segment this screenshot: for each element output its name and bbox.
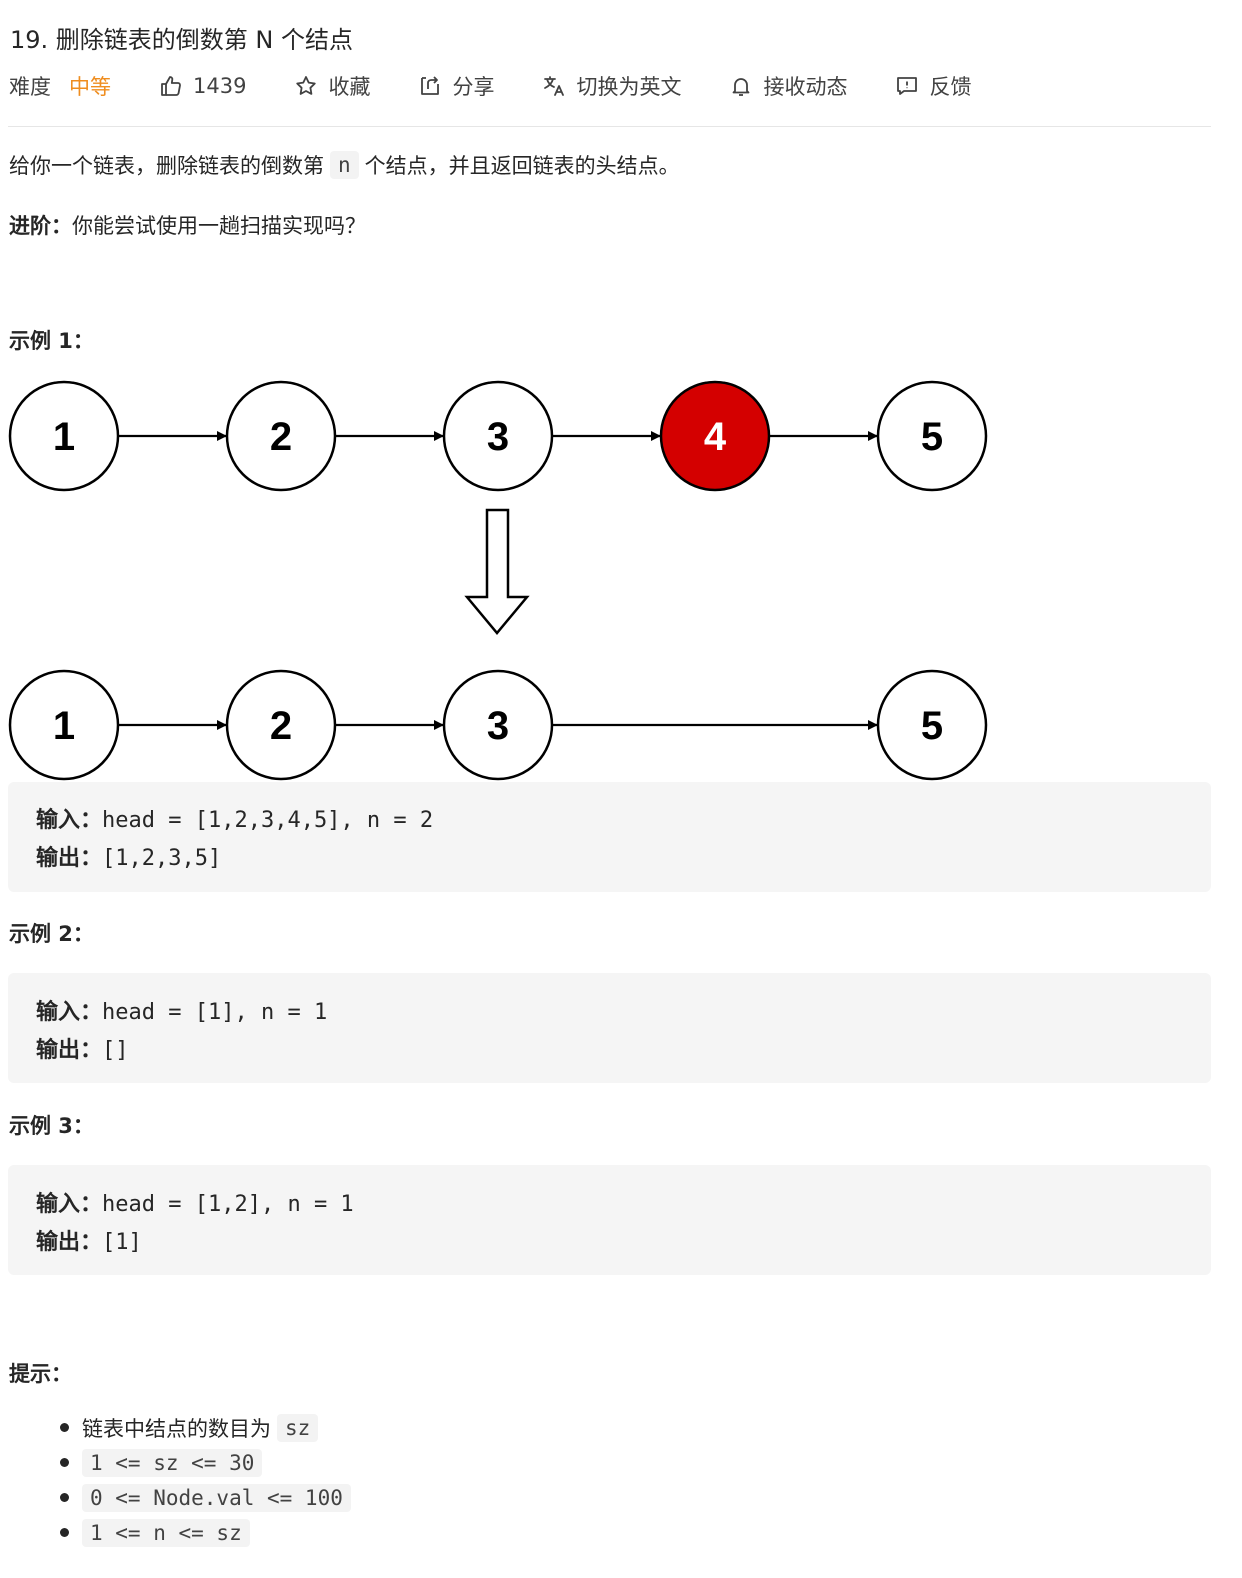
output-value: [1,2,3,5] <box>102 846 222 871</box>
share-label: 分享 <box>452 75 495 99</box>
favorite-label: 收藏 <box>328 75 371 99</box>
star-icon <box>296 76 317 95</box>
example-1-block: 输入：head = [1,2,3,4,5], n = 2 输出：[1,2,3,5… <box>8 782 1211 892</box>
difficulty-label: 难度 <box>9 75 51 99</box>
input-label: 输入： <box>36 1000 103 1025</box>
output-label: 输出： <box>36 846 103 871</box>
hint-item: 1 <= sz <= 30 <box>60 1445 357 1480</box>
output-value: [] <box>102 1038 129 1063</box>
problem-meta-bar: 难度 中等 1439 收藏 分享 切换为英文 接收动态 <box>9 70 1019 102</box>
node-after-3: 3 <box>442 669 554 781</box>
node-before-5: 5 <box>876 380 988 492</box>
example-3-input: 输入：head = [1,2], n = 1 <box>36 1186 354 1218</box>
output-label: 输出： <box>36 1230 103 1255</box>
svg-text:4: 4 <box>704 415 727 459</box>
difficulty-value: 中等 <box>69 75 111 99</box>
hint-code: 1 <= sz <= 30 <box>82 1448 263 1477</box>
svg-text:2: 2 <box>270 704 292 748</box>
bullet <box>60 1423 69 1432</box>
advance-label: 进阶： <box>9 214 72 238</box>
example-3-block: 输入：head = [1,2], n = 1 输出：[1] <box>8 1165 1211 1275</box>
example-1-title: 示例 1： <box>9 329 94 353</box>
share-icon <box>421 76 440 95</box>
feedback-button[interactable]: 反馈 <box>895 71 971 101</box>
difficulty: 难度 中等 <box>9 71 111 101</box>
node-before-2: 2 <box>225 380 337 492</box>
input-value: head = [1,2], n = 1 <box>102 1192 354 1217</box>
input-value: head = [1], n = 1 <box>102 1000 328 1025</box>
bullet <box>60 1528 69 1537</box>
node-before-4-removed: 4 <box>659 380 771 492</box>
header-divider <box>8 126 1211 127</box>
like-count: 1439 <box>193 74 247 98</box>
description: 给你一个链表，删除链表的倒数第 n 个结点，并且返回链表的头结点。 <box>9 150 680 180</box>
description-text-1: 给你一个链表，删除链表的倒数第 <box>9 154 324 178</box>
thumbs-up-icon <box>161 76 181 96</box>
node-before-3: 3 <box>442 380 554 492</box>
description-code-n: n <box>330 151 359 179</box>
hint-item: 链表中结点的数目为 sz <box>60 1410 357 1445</box>
bell-icon <box>733 78 750 96</box>
subscribe-label: 接收动态 <box>763 75 848 99</box>
hint-code: 0 <= Node.val <= 100 <box>82 1483 351 1512</box>
hint-code: 1 <= n <= sz <box>82 1518 250 1547</box>
svg-text:1: 1 <box>53 704 75 748</box>
translate-label: 切换为英文 <box>576 75 682 99</box>
subscribe-button[interactable]: 接收动态 <box>729 71 847 101</box>
input-value: head = [1,2,3,4,5], n = 2 <box>102 808 434 833</box>
svg-text:2: 2 <box>270 415 292 459</box>
example-2-title: 示例 2： <box>9 922 94 946</box>
hint-item: 0 <= Node.val <= 100 <box>60 1480 357 1515</box>
translate-icon <box>544 76 565 96</box>
bullet <box>60 1493 69 1502</box>
node-before-1: 1 <box>8 380 120 492</box>
translate-button[interactable]: 切换为英文 <box>542 71 681 101</box>
svg-text:3: 3 <box>487 415 509 459</box>
feedback-label: 反馈 <box>929 75 972 99</box>
node-after-2: 2 <box>225 669 337 781</box>
svg-text:1: 1 <box>53 415 75 459</box>
linked-list-diagram: 1 2 3 4 5 1 2 3 5 <box>8 380 988 781</box>
hint-item: 1 <= n <= sz <box>60 1515 357 1550</box>
example-1-output: 输出：[1,2,3,5] <box>36 840 221 872</box>
node-after-1: 1 <box>8 669 120 781</box>
example-1-input: 输入：head = [1,2,3,4,5], n = 2 <box>36 802 433 834</box>
svg-text:5: 5 <box>921 415 943 459</box>
hint-text: 链表中结点的数目为 <box>82 1416 271 1441</box>
bullet <box>60 1458 69 1467</box>
node-after-5: 5 <box>876 669 988 781</box>
example-2-input: 输入：head = [1], n = 1 <box>36 994 327 1026</box>
advance-note: 进阶： 你能尝试使用一趟扫描实现吗？ <box>9 210 366 240</box>
transform-down-arrow <box>464 508 530 635</box>
example-3-title: 示例 3： <box>9 1114 94 1138</box>
feedback-icon <box>897 77 918 95</box>
hint-code: sz <box>277 1413 319 1442</box>
description-text-2: 个结点，并且返回链表的头结点。 <box>364 154 680 178</box>
hints-title: 提示： <box>9 1362 72 1386</box>
problem-title: 19. 删除链表的倒数第 N 个结点 <box>10 26 354 54</box>
input-label: 输入： <box>36 1192 103 1217</box>
example-2-output: 输出：[] <box>36 1032 129 1064</box>
svg-text:3: 3 <box>487 704 509 748</box>
hints-list: 链表中结点的数目为 sz 1 <= sz <= 30 0 <= Node.val… <box>60 1410 357 1550</box>
advance-text: 你能尝试使用一趟扫描实现吗？ <box>72 214 366 238</box>
example-2-block: 输入：head = [1], n = 1 输出：[] <box>8 973 1211 1083</box>
favorite-button[interactable]: 收藏 <box>294 71 370 101</box>
like-button[interactable]: 1439 <box>159 74 246 98</box>
example-3-output: 输出：[1] <box>36 1224 142 1256</box>
svg-text:5: 5 <box>921 704 943 748</box>
output-value: [1] <box>102 1230 142 1255</box>
input-label: 输入： <box>36 808 103 833</box>
output-label: 输出： <box>36 1038 103 1063</box>
share-button[interactable]: 分享 <box>418 71 494 101</box>
